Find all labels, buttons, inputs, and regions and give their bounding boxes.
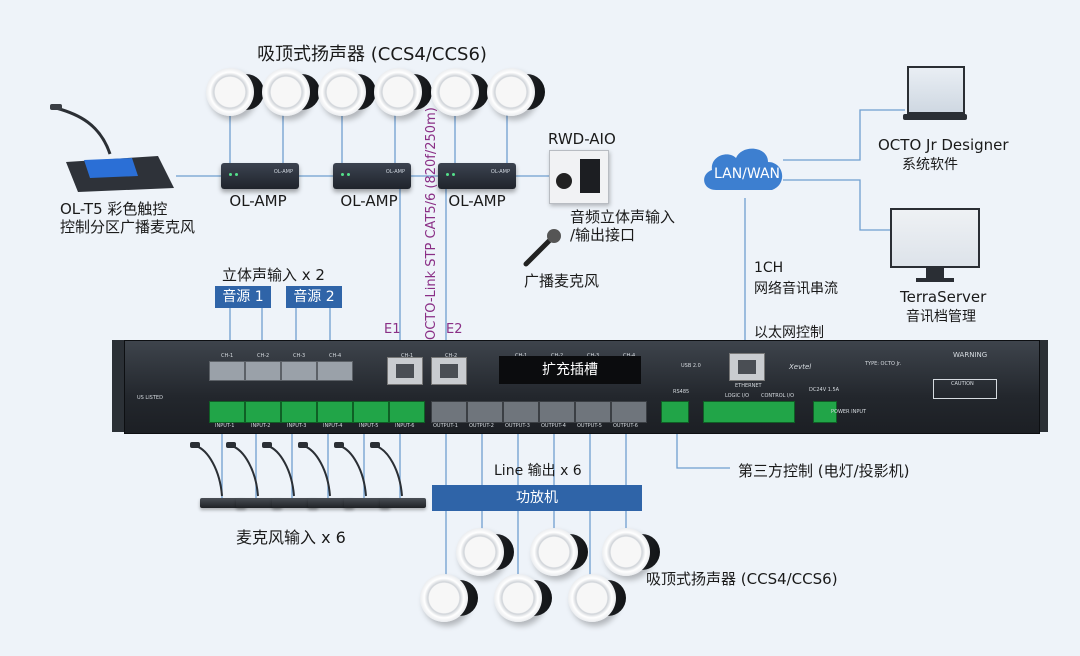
- mic-base: [344, 498, 390, 508]
- ethernet-control-label: 以太网控制: [754, 325, 824, 341]
- mic-input-label: 麦克风输入 x 6: [236, 528, 346, 547]
- gooseneck-mics-icon: [190, 442, 403, 497]
- stream-channel-label: 1CH: [754, 260, 784, 276]
- third-party-control-label: 第三方控制 (电灯/投影机): [738, 462, 910, 480]
- e2-port: [431, 357, 467, 385]
- top-speakers-title: 吸顶式扬声器 (CCS4/CCS6): [257, 44, 487, 65]
- rwd-aio-panel: [549, 150, 609, 204]
- mic-base: [380, 498, 426, 508]
- designer-label: OCTO Jr Designer: [878, 136, 1009, 154]
- audio-source-1: 音源 1: [215, 286, 271, 308]
- ceiling-speaker: [374, 68, 432, 116]
- terraserver-desc: 音讯档管理: [906, 309, 976, 325]
- octo-jr-rear-panel: CH-1 CH-2 CH-3 CH-4 CH-1 CH-2 CH-1 CH-2 …: [124, 340, 1040, 434]
- expansion-slot: 扩充插槽: [499, 356, 641, 384]
- monitor-icon: [890, 208, 980, 284]
- bottom-speakers-title: 吸顶式扬声器 (CCS4/CCS6): [646, 570, 838, 588]
- mic-base: [308, 498, 354, 508]
- ol-t5-console-icon: [50, 104, 174, 192]
- ceiling-speaker: [456, 528, 514, 576]
- rwd-aio-label: RWD-AIO: [548, 130, 616, 148]
- mic-base: [272, 498, 318, 508]
- audio-source-2: 音源 2: [286, 286, 342, 308]
- broadcast-mic-label: 广播麦克风: [524, 272, 600, 290]
- e2-label: E2: [446, 322, 463, 337]
- ceiling-speaker: [568, 574, 626, 622]
- laptop-icon: [903, 66, 967, 130]
- octo-link-cable-label: OCTO-Link STP CAT5/6 (820f/250m): [424, 107, 439, 340]
- ol-amp-label: OL-AMP: [229, 192, 287, 210]
- ceiling-speaker: [262, 68, 320, 116]
- ceiling-speaker: [420, 574, 478, 622]
- rwd-aio-desc: 音频立体声输入: [570, 208, 676, 226]
- mic-base: [236, 498, 282, 508]
- terraserver-label: TerraServer: [900, 288, 987, 306]
- ol-t5-label: OL-T5 彩色触控: [60, 200, 168, 218]
- ceiling-speaker: [318, 68, 376, 116]
- stream-desc: 网络音讯串流: [754, 281, 838, 297]
- ol-amp-device: OL-AMP: [221, 163, 299, 189]
- ol-amp-device: OL-AMP: [333, 163, 411, 189]
- power-amp-box: 功放机: [432, 485, 642, 511]
- ol-t5-sublabel: 控制分区广播麦克风: [60, 218, 196, 236]
- ol-amp-device: OL-AMP: [438, 163, 516, 189]
- handheld-mic-icon: [523, 229, 561, 267]
- ceiling-speaker: [206, 68, 264, 116]
- ol-amp-label: OL-AMP: [448, 192, 506, 210]
- ceiling-speaker: [602, 528, 660, 576]
- ceiling-speaker: [487, 68, 545, 116]
- e1-label: E1: [384, 322, 401, 337]
- stereo-input-label: 立体声输入 x 2: [222, 266, 325, 284]
- e1-port: [387, 357, 423, 385]
- rack-ear-left: [112, 340, 124, 432]
- rwd-aio-desc2: /输出接口: [570, 226, 636, 244]
- ol-amp-label: OL-AMP: [340, 192, 398, 210]
- designer-desc: 系统软件: [902, 157, 958, 173]
- mic-base: [200, 498, 246, 508]
- ceiling-speaker: [494, 574, 552, 622]
- lan-wan-cloud-icon: [704, 148, 783, 190]
- lan-wan-label: LAN/WAN: [714, 166, 781, 182]
- ceiling-speaker: [530, 528, 588, 576]
- ethernet-port: [729, 353, 765, 381]
- line-output-label: Line 输出 x 6: [494, 463, 582, 479]
